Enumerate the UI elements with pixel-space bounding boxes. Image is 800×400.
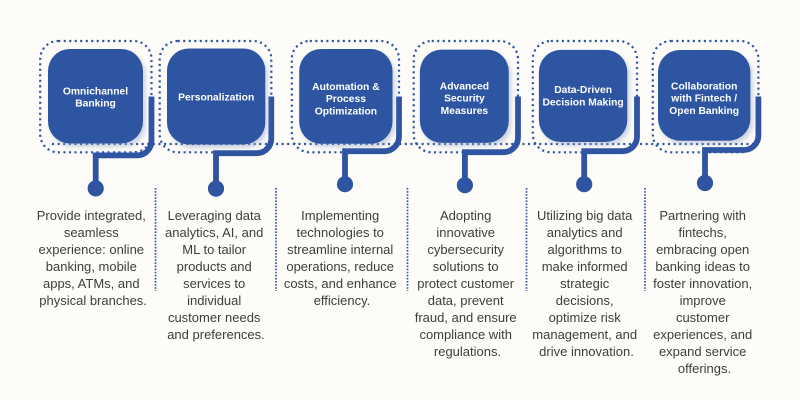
- svg-text:Adopting innovative: Adopting innovative cybersecurity soluti…: [415, 208, 521, 359]
- svg-text:Leveraging data analytic: Leveraging data analytics, AI, and ML to…: [165, 208, 267, 342]
- svg-text:Utilizing big data analy: Utilizing big data analytics and algorit…: [532, 208, 640, 359]
- svg-text:Implementing technologie: Implementing technologies to streamline …: [284, 208, 400, 308]
- svg-text:Provide integrated, seam: Provide integrated, seamless experience:…: [37, 208, 150, 308]
- svg-text:Personalization: Personalization: [178, 92, 254, 103]
- svg-text:Partnering with fintechs: Partnering with fintechs, embracing open…: [653, 208, 756, 376]
